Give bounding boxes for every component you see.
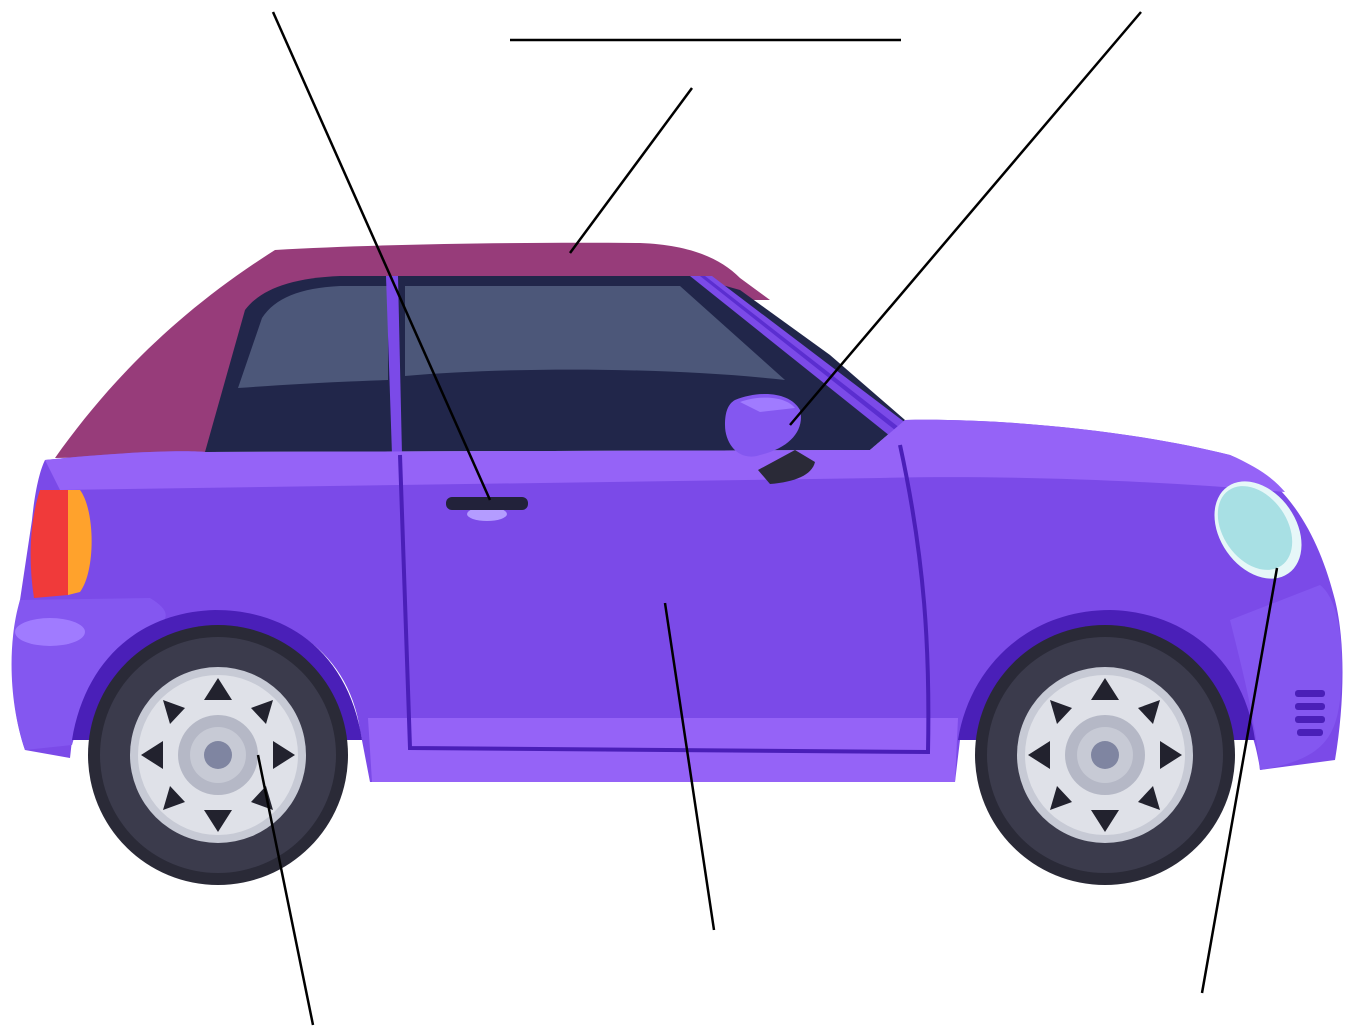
car-body — [12, 419, 1343, 782]
leader-line-wheel — [256, 754, 315, 1026]
a-pillar-trim — [700, 276, 905, 434]
taillight — [30, 490, 68, 598]
rear-wheel — [88, 625, 348, 885]
rear-bumper-shine — [15, 618, 85, 646]
rear-window-reflection — [238, 286, 388, 388]
side-mirror — [725, 394, 801, 457]
side-mirror-arm — [758, 450, 815, 484]
b-pillar — [386, 276, 402, 455]
front-bumper — [1230, 585, 1342, 770]
headlight-lens — [1217, 486, 1293, 570]
leader-line-headlight — [1200, 567, 1279, 994]
body-shoulder-highlight — [45, 419, 1285, 492]
leader-line-side-mirror — [789, 11, 1142, 426]
leader-line-door — [663, 602, 716, 931]
side-mirror-shine — [740, 397, 795, 412]
front-wheel — [975, 625, 1235, 885]
rear-wheel-arch — [72, 610, 362, 740]
leader-line-roof — [568, 87, 694, 254]
leader-line-door-handle — [271, 11, 492, 501]
door-handle — [446, 497, 528, 510]
front-grille-vents — [1295, 690, 1325, 736]
door-handle-recess — [467, 507, 507, 521]
front-wheel-arch — [958, 610, 1255, 740]
taillight-amber — [68, 490, 92, 595]
door-outline — [398, 444, 931, 755]
front-window-reflection — [405, 286, 785, 380]
